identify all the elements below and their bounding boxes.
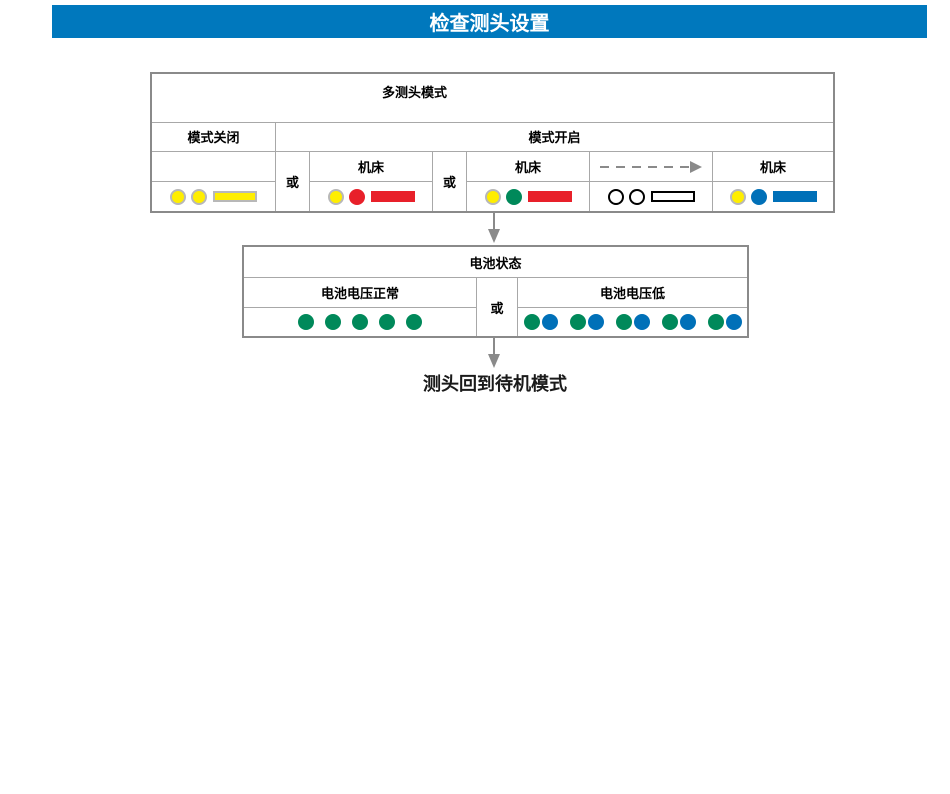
led-battery-normal [244, 308, 476, 336]
battery-low-label: 电池电压低 [518, 278, 747, 307]
battery-normal-label: 电池电压正常 [244, 278, 476, 307]
blue-led-icon [726, 314, 742, 330]
off-led-icon [608, 189, 624, 205]
led-mode-on-3 [590, 182, 712, 211]
yellow-led-icon [191, 189, 207, 205]
green-led-icon [662, 314, 678, 330]
or-label: 或 [433, 152, 466, 211]
mode-on-label: 模式开启 [276, 122, 833, 151]
battery-table: 电池状态 电池电压正常 或 电池电压低 [242, 245, 749, 338]
green-led-icon [379, 314, 395, 330]
blue-bar-icon [773, 191, 817, 202]
yellow-led-icon [170, 189, 186, 205]
battery-header: 电池状态 [244, 247, 747, 277]
multi-probe-table: 多测头模式 模式关闭 模式开启 或 机床 或 机床 机床 [150, 72, 835, 213]
multi-probe-header: 多测头模式 [152, 78, 677, 104]
green-led-icon [325, 314, 341, 330]
yellow-led-icon [328, 189, 344, 205]
off-led-icon [629, 189, 645, 205]
blue-led-icon [634, 314, 650, 330]
or-label: 或 [477, 278, 517, 336]
red-bar-icon [528, 191, 572, 202]
green-led-icon [506, 189, 522, 205]
dashed-arrow [590, 152, 712, 181]
or-label: 或 [276, 152, 309, 211]
mode-off-label: 模式关闭 [152, 122, 275, 151]
machine-label: 机床 [713, 152, 833, 181]
machine-label: 机床 [467, 152, 589, 181]
led-mode-off [152, 182, 275, 211]
led-mode-on-1 [310, 182, 432, 211]
down-arrow-icon [487, 213, 501, 243]
off-bar-icon [651, 191, 695, 202]
standby-mode-text: 测头回到待机模式 [300, 370, 690, 396]
led-battery-low [518, 308, 747, 336]
led-mode-on-4 [713, 182, 833, 211]
down-arrow-icon [487, 338, 501, 368]
led-mode-on-2 [467, 182, 589, 211]
green-led-icon [298, 314, 314, 330]
blue-led-icon [588, 314, 604, 330]
green-led-icon [352, 314, 368, 330]
machine-label: 机床 [310, 152, 432, 181]
yellow-bar-icon [213, 191, 257, 202]
green-led-icon [524, 314, 540, 330]
yellow-led-icon [485, 189, 501, 205]
blue-led-icon [680, 314, 696, 330]
green-led-icon [708, 314, 724, 330]
red-led-icon [349, 189, 365, 205]
green-led-icon [616, 314, 632, 330]
blue-led-icon [751, 189, 767, 205]
blue-led-icon [542, 314, 558, 330]
green-led-icon [406, 314, 422, 330]
yellow-led-icon [730, 189, 746, 205]
page-title: 检查测头设置 [52, 5, 927, 38]
red-bar-icon [371, 191, 415, 202]
green-led-icon [570, 314, 586, 330]
